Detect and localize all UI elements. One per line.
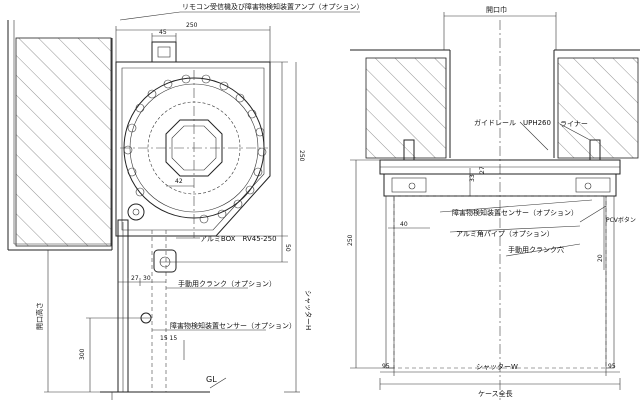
label-pipe: アルミ角パイプ（オプション） [456, 229, 554, 238]
dim-45: 45 [159, 29, 167, 36]
label-guide-rail: ガイドレール UPH260 [474, 118, 551, 127]
dim-33: 33 [469, 174, 476, 182]
label-sensor-right: 障害物検知装置センサー（オプション） [452, 208, 578, 217]
label-crank: 手動用クランク（オプション） [178, 279, 276, 288]
shaft-octagon [165, 119, 223, 177]
label-shutter-h: シャッターH [304, 290, 313, 330]
label-crank-hole: 手動用クランク穴 [508, 245, 564, 254]
dim-15-15: 15 15 [160, 335, 177, 342]
receiver-box [151, 41, 177, 63]
label-opening-width: 開口巾 [486, 5, 507, 14]
label-gl: GL [206, 375, 217, 384]
right-labels: 開口巾 ガイドレール UPH260 ライナー 33 27 250 40 障害物検… [347, 5, 636, 398]
label-opening-height: 開口高さ [35, 302, 44, 330]
label-liner: ライナー [560, 120, 588, 128]
dim-27: 27 [131, 275, 139, 282]
label-pcv-button: PCVボタン [606, 216, 636, 224]
wall-hatch-right-a [365, 57, 447, 159]
dim-95-left: 95 [382, 363, 390, 370]
dim-250-right: 250 [298, 150, 305, 162]
dim-40: 40 [400, 221, 408, 228]
label-sensor: 障害物検知装置センサー（オプション） [170, 321, 296, 330]
label-alumi-box: アルミBOX RV45-250 [200, 235, 277, 243]
dim-20: 20 [597, 254, 604, 262]
crank-device [153, 249, 177, 273]
dim-27: 27 [479, 166, 486, 174]
left-section-view [7, 11, 360, 400]
dim-50: 50 [284, 244, 291, 252]
dim-250: 250 [347, 234, 354, 246]
dim-42: 42 [175, 178, 183, 185]
dim-95-right: 95 [608, 363, 616, 370]
right-front-view [350, 12, 640, 400]
label-shutter-w: シャッターW [476, 362, 518, 371]
dim-30: 30 [143, 275, 151, 282]
label-case-total: ケース全長 [478, 389, 513, 398]
wall-hatch-left [15, 37, 112, 247]
wall-hatch-right-b [557, 57, 639, 159]
shutter-box-outline [115, 61, 271, 237]
dim-250-top: 250 [186, 22, 198, 29]
dim-300: 300 [79, 348, 86, 360]
label-remote-receiver: リモコン受信機及び障害物検知装置アンプ（オプション） [182, 2, 364, 11]
left-labels: リモコン受信機及び障害物検知装置アンプ（オプション） 45 250 250 42… [35, 2, 364, 384]
